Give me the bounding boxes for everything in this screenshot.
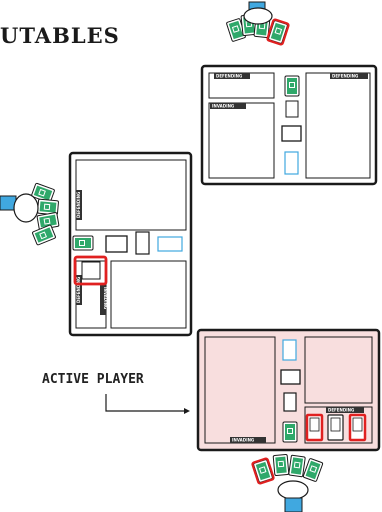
card — [285, 76, 299, 96]
card-slot — [136, 232, 149, 254]
zone-label: DEFENDING — [328, 408, 354, 413]
card-slot — [106, 236, 127, 252]
highlight-box — [307, 415, 322, 440]
hand-icon — [278, 481, 308, 499]
active-player-label: ACTIVE PLAYER — [42, 372, 144, 387]
sleeve — [285, 498, 302, 512]
arrow-head — [184, 408, 190, 414]
zone-label: INVADING — [212, 104, 234, 109]
hand-icon — [244, 8, 272, 24]
active-player-board: DEFENDING INVADING — [198, 330, 379, 450]
opponent-board-top: DEFENDING INVADING DEFENDING — [202, 66, 376, 184]
card-slot — [284, 393, 296, 411]
highlight-box — [350, 415, 365, 440]
page-title: UTABLES — [0, 23, 120, 48]
zone-label: INVADING — [103, 287, 108, 309]
card-slot — [82, 262, 100, 279]
zone-label: INVADING — [232, 438, 254, 443]
zone-label: DEFENDING — [76, 277, 81, 303]
hand-top — [226, 2, 289, 45]
card-slot — [158, 237, 182, 251]
card-slot — [328, 415, 343, 440]
zone-label: DEFENDING — [332, 74, 358, 79]
zone-label: DEFENDING — [216, 74, 242, 79]
hand-icon — [14, 194, 38, 222]
card-slot — [282, 126, 301, 141]
hand-bottom — [252, 454, 323, 512]
left-player-board: DEFENDING DEFENDING INVADING — [70, 153, 191, 335]
card — [283, 422, 297, 442]
hand-left — [0, 183, 59, 245]
arrow — [106, 394, 186, 411]
zone-label: DEFENDING — [76, 192, 81, 218]
card-slot — [286, 101, 298, 117]
card-slot — [283, 340, 296, 360]
card — [73, 236, 93, 250]
card-slot — [281, 370, 300, 384]
card-slot — [285, 152, 298, 174]
